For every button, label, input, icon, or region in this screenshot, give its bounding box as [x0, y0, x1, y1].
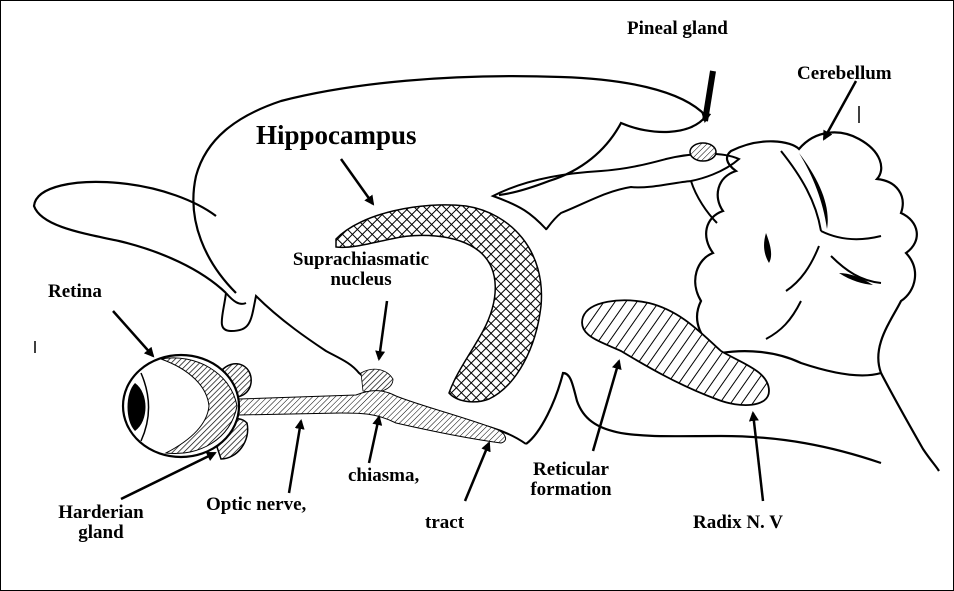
cerebellum-label: Cerebellum [797, 64, 892, 84]
scn-arrow [379, 301, 387, 359]
chiasma-label: chiasma, [348, 466, 419, 486]
pineal-gland-shape [690, 143, 716, 161]
optic-nerve-label: Optic nerve, [206, 495, 306, 515]
retina-arrow [113, 311, 153, 356]
harderian-arrow [121, 453, 215, 499]
radix-arrow [753, 413, 763, 501]
reticular-arrow [593, 361, 619, 451]
scn-label-line2: nucleus [261, 270, 461, 290]
reticular-label-line2: formation [511, 480, 631, 500]
scn-region [361, 369, 393, 392]
retina-label: Retina [48, 282, 102, 302]
hippocampus-arrow [341, 159, 373, 204]
olfactory-bulb-outline [34, 182, 226, 293]
optic-nerve-arrow [289, 421, 301, 493]
radix-label: Radix N. V [693, 513, 783, 533]
scn-label-line1: Suprachiasmatic [261, 250, 461, 270]
harderian-label-line2: gland [41, 523, 161, 543]
medulla-outline [881, 373, 939, 471]
forebrain-ventral-edge [226, 293, 246, 304]
harderian-gland-label: Harderian gland [41, 503, 161, 543]
scn-label: Suprachiasmatic nucleus [261, 250, 461, 290]
reticular-label-line1: Reticular [511, 460, 631, 480]
tract-arrow [465, 443, 489, 501]
tract-label: tract [425, 513, 464, 533]
chiasma-arrow [369, 417, 379, 463]
cerebellum-arrow [824, 81, 856, 139]
pineal-gland-label: Pineal gland [627, 19, 728, 39]
reticular-formation-label: Reticular formation [511, 460, 631, 500]
pineal-arrow [705, 71, 713, 121]
midbrain-outline [493, 154, 739, 230]
harderian-label-line1: Harderian [41, 503, 161, 523]
hippocampus-label: Hippocampus [256, 121, 417, 149]
cerebellum-folia [766, 151, 881, 339]
cerebellum-outline [695, 132, 917, 375]
